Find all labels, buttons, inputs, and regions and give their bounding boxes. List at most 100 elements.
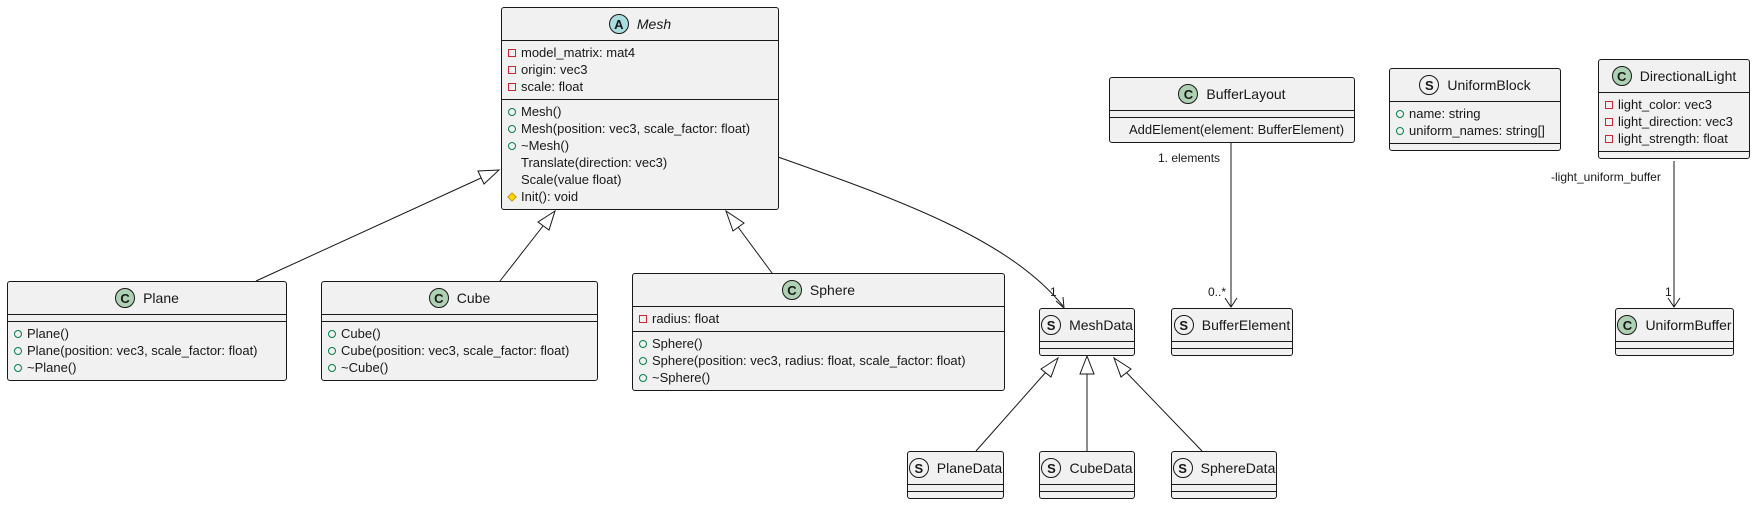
class-bufferelement[interactable]: S BufferElement bbox=[1171, 308, 1293, 356]
public-visibility-icon bbox=[508, 124, 516, 133]
methods-section bbox=[1616, 348, 1733, 355]
private-visibility-icon bbox=[1605, 117, 1613, 126]
method-text: ~Cube() bbox=[341, 360, 389, 375]
field-text: light_direction: vec3 bbox=[1618, 114, 1733, 129]
class-spheredata[interactable]: S SphereData bbox=[1171, 451, 1277, 499]
method-text: Plane() bbox=[27, 326, 69, 341]
inheritance-arrowhead-cube bbox=[537, 209, 556, 231]
public-visibility-icon bbox=[639, 373, 647, 382]
class-cubedata[interactable]: S CubeData bbox=[1039, 451, 1135, 499]
field-text: model_matrix: mat4 bbox=[521, 45, 636, 60]
fields-section bbox=[1172, 341, 1292, 348]
method-text: ~Plane() bbox=[27, 360, 77, 375]
public-visibility-icon bbox=[328, 329, 336, 338]
class-header: S CubeData bbox=[1040, 452, 1134, 484]
fields-section: name: string uniform_names: string[] bbox=[1390, 101, 1560, 143]
method-text: Init(): void bbox=[521, 189, 579, 204]
field-row: uniform_names: string[] bbox=[1396, 122, 1554, 139]
methods-section: Sphere() Sphere(position: vec3, radius: … bbox=[633, 331, 1004, 390]
class-cube[interactable]: C Cube Cube() Cube(position: vec3, scale… bbox=[321, 281, 598, 381]
method-text: AddElement(element: BufferElement) bbox=[1129, 122, 1345, 137]
class-sphere[interactable]: C Sphere radius: float Sphere() Sphere(p… bbox=[632, 273, 1005, 391]
methods-section: AddElement(element: BufferElement) bbox=[1110, 117, 1354, 142]
method-text: Plane(position: vec3, scale_factor: floa… bbox=[27, 343, 258, 358]
inheritance-cube-mesh bbox=[499, 225, 544, 282]
methods-section bbox=[1172, 491, 1276, 498]
class-stereotype-icon: C bbox=[115, 288, 136, 308]
fields-section: radius: float bbox=[633, 306, 1004, 331]
inheritance-arrowhead-sphere bbox=[725, 209, 745, 232]
no-visibility-spacer bbox=[508, 159, 516, 167]
class-name: BufferLayout bbox=[1206, 86, 1286, 102]
field-row: model_matrix: mat4 bbox=[508, 44, 772, 61]
inheritance-arrowhead-plane bbox=[477, 169, 501, 185]
class-name: SphereData bbox=[1200, 460, 1276, 476]
method-row: ~Sphere() bbox=[639, 369, 998, 386]
method-text: Sphere(position: vec3, radius: float, sc… bbox=[652, 353, 966, 368]
method-text: Cube() bbox=[341, 326, 381, 341]
inheritance-spheredata-meshdata bbox=[1125, 371, 1203, 452]
field-row: light_strength: float bbox=[1605, 130, 1743, 147]
role-label-elements: 1. elements bbox=[1158, 151, 1221, 165]
struct-stereotype-icon: S bbox=[908, 458, 929, 478]
class-bufferlayout[interactable]: C BufferLayout AddElement(element: Buffe… bbox=[1109, 77, 1355, 143]
class-header: C Sphere bbox=[633, 274, 1004, 306]
class-stereotype-icon: C bbox=[1617, 315, 1638, 335]
field-row: name: string bbox=[1396, 105, 1554, 122]
class-header: C DirectionalLight bbox=[1599, 60, 1749, 92]
method-row: Scale(value float) bbox=[508, 171, 772, 188]
public-visibility-icon bbox=[14, 329, 22, 338]
class-name: BufferElement bbox=[1201, 317, 1291, 333]
field-row: light_direction: vec3 bbox=[1605, 113, 1743, 130]
association-mesh-meshdata bbox=[777, 156, 1064, 307]
public-visibility-icon bbox=[508, 141, 516, 150]
field-row: light_color: vec3 bbox=[1605, 96, 1743, 113]
class-header: A Mesh bbox=[502, 8, 778, 40]
class-planedata[interactable]: S PlaneData bbox=[907, 451, 1004, 499]
class-name: Mesh bbox=[636, 16, 672, 32]
methods-section bbox=[1599, 151, 1749, 158]
class-directionallight[interactable]: C DirectionalLight light_color: vec3 lig… bbox=[1598, 59, 1750, 159]
struct-stereotype-icon: S bbox=[1041, 315, 1062, 335]
method-row: Translate(direction: vec3) bbox=[508, 154, 772, 171]
methods-section: Cube() Cube(position: vec3, scale_factor… bbox=[322, 321, 597, 380]
field-text: radius: float bbox=[652, 311, 720, 326]
multiplicity-label-uniform-buffer: 1 bbox=[1665, 285, 1672, 299]
field-text: uniform_names: string[] bbox=[1409, 123, 1545, 138]
method-row: Plane(position: vec3, scale_factor: floa… bbox=[14, 342, 280, 359]
method-text: ~Mesh() bbox=[521, 138, 570, 153]
public-visibility-icon bbox=[639, 339, 647, 348]
class-stereotype-icon: C bbox=[781, 280, 802, 300]
class-uniformbuffer[interactable]: C UniformBuffer bbox=[1615, 308, 1734, 356]
class-name: Sphere bbox=[809, 282, 856, 298]
fields-section bbox=[1040, 484, 1134, 491]
methods-section bbox=[1172, 348, 1292, 355]
class-plane[interactable]: C Plane Plane() Plane(position: vec3, sc… bbox=[7, 281, 287, 381]
struct-stereotype-icon: S bbox=[1173, 315, 1194, 335]
method-text: Mesh() bbox=[521, 104, 562, 119]
class-mesh[interactable]: A Mesh model_matrix: mat4 origin: vec3 s… bbox=[501, 7, 779, 210]
class-header: C BufferLayout bbox=[1110, 78, 1354, 110]
private-visibility-icon bbox=[508, 82, 516, 91]
field-text: origin: vec3 bbox=[521, 62, 588, 77]
class-meshdata[interactable]: S MeshData bbox=[1039, 308, 1135, 356]
class-header: S MeshData bbox=[1040, 309, 1134, 341]
private-visibility-icon bbox=[639, 314, 647, 323]
method-row: Mesh() bbox=[508, 103, 772, 120]
class-uniformblock[interactable]: S UniformBlock name: string uniform_name… bbox=[1389, 68, 1561, 151]
class-name: MeshData bbox=[1069, 317, 1133, 333]
struct-stereotype-icon: S bbox=[1041, 458, 1062, 478]
association-arrowhead-element bbox=[1224, 297, 1238, 308]
private-visibility-icon bbox=[1605, 100, 1613, 109]
fields-section bbox=[1616, 341, 1733, 348]
method-text: ~Sphere() bbox=[652, 370, 711, 385]
methods-section: Plane() Plane(position: vec3, scale_fact… bbox=[8, 321, 286, 380]
association-arrowhead-buffer bbox=[1667, 297, 1681, 308]
class-header: C UniformBuffer bbox=[1616, 309, 1733, 341]
methods-section bbox=[1390, 143, 1560, 150]
method-text: Mesh(position: vec3, scale_factor: float… bbox=[521, 121, 751, 136]
fields-section: light_color: vec3 light_direction: vec3 … bbox=[1599, 92, 1749, 151]
field-text: name: string bbox=[1409, 106, 1481, 121]
class-header: S BufferElement bbox=[1172, 309, 1292, 341]
field-row: scale: float bbox=[508, 78, 772, 95]
